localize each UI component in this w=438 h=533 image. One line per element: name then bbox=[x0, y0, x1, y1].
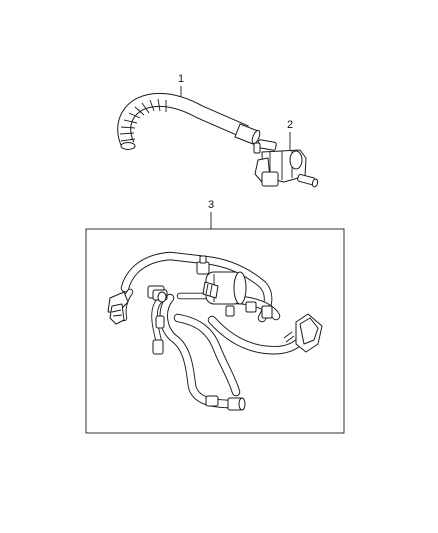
filter-canister bbox=[196, 255, 247, 305]
hose-clips bbox=[225, 301, 273, 319]
valve-mount-bracket bbox=[261, 171, 279, 187]
bottom-end-connectors bbox=[205, 395, 246, 411]
vent-hose[interactable] bbox=[117, 92, 261, 150]
callout-3-label: 3 bbox=[208, 199, 214, 211]
center-quick-connector bbox=[147, 285, 168, 303]
callout-2[interactable]: 2 bbox=[287, 119, 293, 150]
callout-2-label: 2 bbox=[287, 119, 293, 131]
hose-corrugations bbox=[119, 98, 167, 142]
hose-end-cuff bbox=[120, 142, 136, 150]
assembly-frame bbox=[85, 228, 345, 434]
callout-3[interactable]: 3 bbox=[208, 199, 214, 229]
hose-harness-assembly[interactable] bbox=[107, 251, 323, 411]
left-clip-connector bbox=[107, 291, 129, 325]
callout-1-label: 1 bbox=[178, 73, 184, 85]
purge-valve[interactable] bbox=[253, 139, 319, 188]
right-elbow-connector bbox=[283, 313, 323, 353]
lower-left-stub bbox=[152, 315, 165, 355]
